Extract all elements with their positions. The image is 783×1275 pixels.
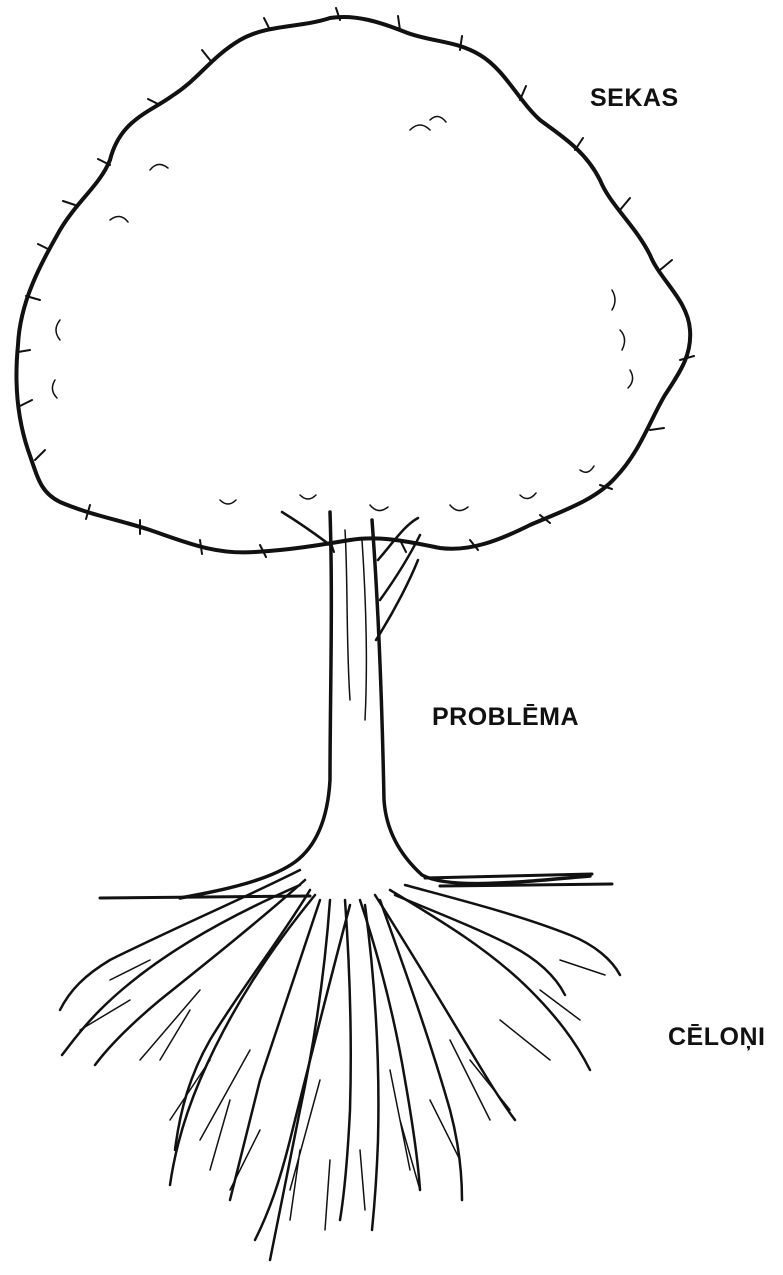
root-strand [270,900,330,1260]
root-strand [405,885,620,975]
root-strand [340,900,351,1220]
trunk-left-edge [180,512,331,898]
trunk-branch-right [376,518,420,640]
root-strand [390,890,590,1070]
trunk-inner-line [345,530,366,720]
tree-roots [60,870,620,1260]
root-strand [380,900,462,1200]
root-strand [62,885,300,1055]
root-strand [375,895,515,1120]
crown-texture [52,116,632,510]
trunk-right-edge [372,520,590,884]
causes-label: CĒLOŅI [668,1023,765,1052]
trunk-branch-left [282,512,330,545]
problem-label: PROBLĒMA [432,703,579,732]
root-strand [60,870,300,1010]
ground-line [100,874,612,898]
root-strand [395,895,565,995]
effects-label: SEKAS [590,84,679,113]
